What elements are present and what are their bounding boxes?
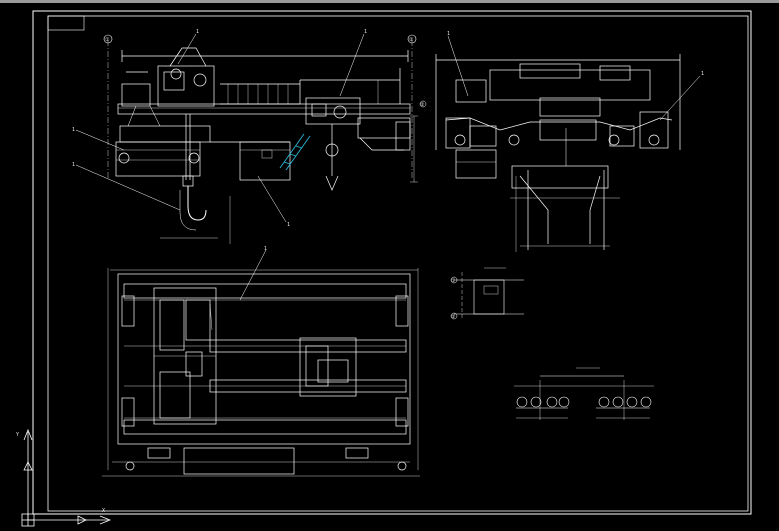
wheel-arrangement-detail: [514, 367, 654, 420]
callout-right-top: 1: [447, 31, 450, 37]
ucs-x-label: X: [102, 508, 105, 514]
side-elevation-view: [435, 54, 681, 252]
callout-leaders-front: [75, 33, 365, 223]
axis-marker-right-view: ②: [420, 102, 425, 108]
callout-hook-ref: 1: [287, 222, 290, 228]
plan-callout-leader: [239, 249, 267, 301]
title-bar: [0, 0, 779, 3]
callout-top-left: 1: [196, 29, 199, 35]
axis-marker-right: ②: [409, 37, 414, 43]
axis-marker-small-bottom: ②: [451, 314, 456, 320]
sheet-border: [32, 10, 752, 515]
callout-left-b: 1: [72, 162, 75, 168]
section-axis-bubbles: [450, 276, 458, 320]
ucs-icon: [21, 428, 112, 527]
callout-left-a: 1: [72, 127, 75, 133]
plan-view: [102, 268, 420, 477]
callout-top-mid: 1: [364, 29, 367, 35]
axis-bubbles-front: [103, 34, 417, 44]
callout-leaders-side: [447, 35, 701, 121]
axis-marker-left: ①: [105, 37, 110, 43]
axis-bubble-side: [419, 100, 427, 108]
cad-drawing-canvas: ① ② 1 1 1 1 1 ②: [16, 10, 752, 527]
access-ladder: [279, 133, 311, 171]
callout-right-side: 1: [701, 71, 704, 77]
callout-plan-ref: 1: [264, 246, 267, 252]
section-detail: [454, 267, 524, 320]
ucs-y-label: Y: [16, 432, 19, 438]
front-elevation-view: [107, 40, 418, 244]
axis-marker-small-top: ①: [451, 278, 456, 284]
